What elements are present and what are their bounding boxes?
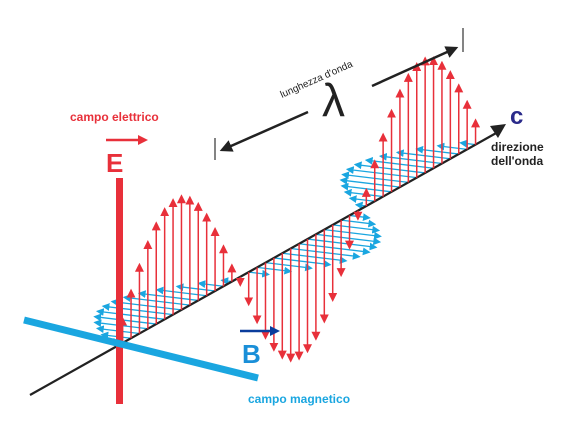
magnetic-field-arrow bbox=[349, 213, 371, 221]
magnetic-field-arrow bbox=[324, 228, 382, 240]
magnetic-field-arrow bbox=[265, 262, 313, 272]
wavelength-arrow-left bbox=[219, 110, 309, 152]
magnetic-field-arrow bbox=[339, 176, 401, 188]
magnetic-field-arrow bbox=[110, 298, 182, 311]
magnetic-field-arrow bbox=[332, 224, 381, 234]
electric-axis-bar bbox=[116, 178, 123, 404]
direction-label-line2: dell'onda bbox=[491, 154, 544, 168]
e-vector-arrowhead bbox=[138, 135, 148, 145]
direction-label-line1: direzione bbox=[491, 140, 544, 154]
magnetic-field-arrow bbox=[282, 252, 348, 264]
magnetic-field-arrow bbox=[345, 166, 417, 179]
magnetic-axis-bar bbox=[23, 316, 259, 382]
magnetic-field-label: campo magnetico bbox=[248, 392, 350, 406]
magnetic-field-arrow bbox=[343, 188, 384, 198]
magnetic-field-arrow bbox=[341, 171, 409, 184]
b-symbol: B bbox=[242, 339, 261, 369]
e-symbol: E bbox=[106, 148, 123, 178]
magnetic-field-arrow bbox=[459, 139, 476, 148]
magnetic-field-arrow bbox=[175, 283, 216, 292]
electric-field-arrows bbox=[118, 56, 481, 363]
magnetic-field-arrow bbox=[273, 257, 332, 268]
c-symbol: c bbox=[510, 103, 523, 130]
electric-field-label: campo elettrico bbox=[70, 110, 159, 124]
lambda-symbol: λ bbox=[322, 74, 345, 126]
magnetic-field-arrows bbox=[93, 139, 476, 346]
propagation-axis bbox=[29, 131, 499, 396]
magnetic-field-arrow bbox=[353, 161, 426, 174]
magnetic-field-arrow bbox=[348, 195, 375, 203]
magnetic-field-arrow bbox=[101, 303, 174, 316]
magnetic-field-arrow bbox=[436, 142, 468, 151]
magnetic-field-arrow bbox=[341, 219, 377, 228]
wavelength-arrow-right bbox=[371, 46, 459, 88]
b-vector-arrowhead bbox=[270, 326, 280, 336]
magnetic-field-arrow bbox=[122, 294, 190, 306]
axis-arrowhead bbox=[490, 124, 506, 138]
magnetic-field-arrow bbox=[315, 233, 382, 246]
magnetic-field-arrow bbox=[378, 152, 443, 165]
magnetic-field-arrow bbox=[415, 145, 459, 155]
magnetic-field-arrow bbox=[197, 280, 224, 288]
magnetic-field-arrow bbox=[137, 290, 199, 302]
magnetic-field-arrow bbox=[299, 243, 371, 256]
